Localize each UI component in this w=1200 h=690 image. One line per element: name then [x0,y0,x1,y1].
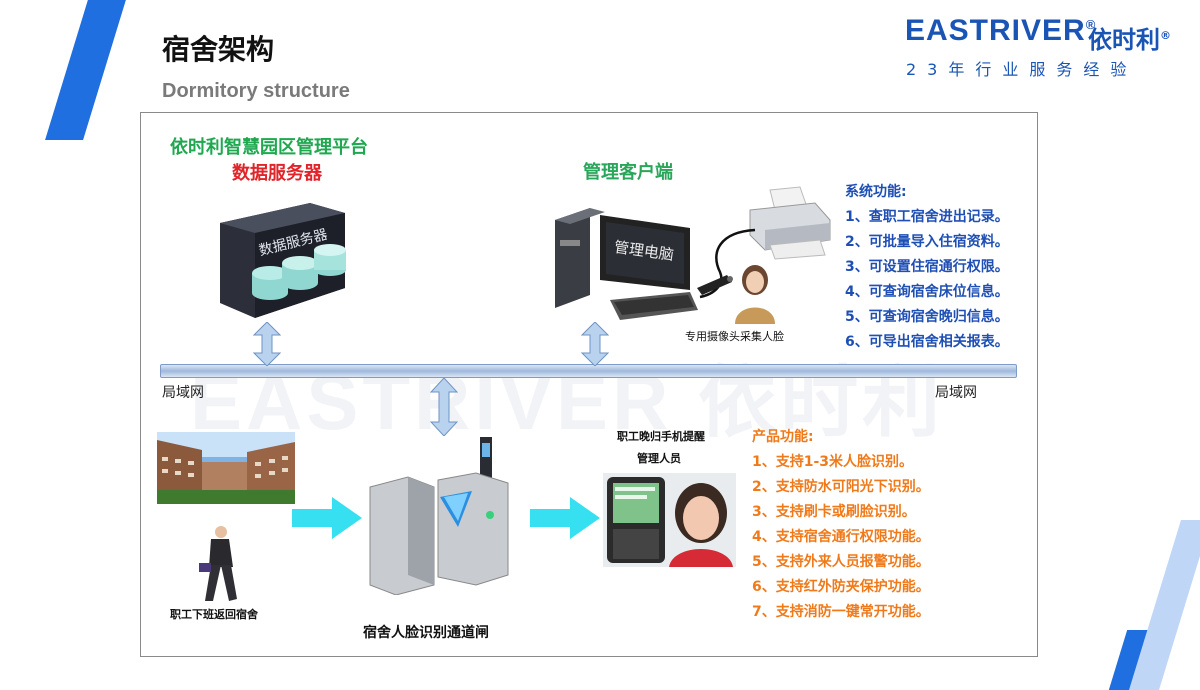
server-title: 数据服务器 [232,163,322,184]
product-functions-heading: 产品功能: [752,429,814,445]
dormitory-photo [157,432,295,504]
camera-caption: 专用摄像头采集人脸 [685,330,784,343]
brand-name: EASTRIVER [905,14,1086,47]
product-function-item: 4、支持宿舍通行权限功能。 [752,529,930,545]
lan-label-left: 局域网 [162,385,204,401]
top-left-stripe [45,0,129,140]
camera-cable [699,228,756,299]
product-function-item: 3、支持刷卡或刷脸识别。 [752,504,916,520]
product-functions: 产品功能: 1、支持1-3米人脸识别。 2、支持防水可阳光下识别。 3、支持刷卡… [752,425,930,625]
phone-caption-line1: 职工晚归手机提醒 [617,430,705,443]
system-functions: 系统功能: 1、查职工宿舍进出记录。 2、可批量导入住宿资料。 3、可设置住宿通… [845,180,1009,355]
brand-name-cn: 依时利® [1088,20,1171,55]
worker-caption: 职工下班返回宿舍 [170,608,258,621]
lan-bus [160,364,1017,378]
server-link-arrow [253,322,281,366]
diagram-frame [140,112,1038,657]
brand-cn-reg-mark: ® [1160,29,1171,42]
product-function-item: 5、支持外来人员报警功能。 [752,554,930,570]
page-title: 宿舍架构 [162,33,275,66]
product-function-item: 1、支持1-3米人脸识别。 [752,454,914,470]
system-function-item: 5、可查询宿舍晚归信息。 [845,309,1009,325]
face-recognition-gate [369,437,509,595]
system-function-item: 1、查职工宿舍进出记录。 [845,209,1009,225]
printer-icon [749,186,831,260]
phone-alert-photo [603,473,736,567]
system-function-item: 2、可批量导入住宿资料。 [845,234,1009,250]
person-at-camera [735,265,775,324]
bottom-right-stripe-light [1129,520,1200,690]
system-function-item: 4、可查询宿舍床位信息。 [845,284,1009,300]
lan-label-right: 局域网 [935,385,977,401]
system-function-item: 3、可设置住宿通行权限。 [845,259,1009,275]
product-function-item: 2、支持防水可阳光下识别。 [752,479,930,495]
flow-arrow-2 [530,497,600,539]
brand-logo: EASTRIVER® [905,14,1096,48]
brand-name-cn-text: 依时利 [1088,26,1160,54]
system-function-item: 6、可导出宿舍相关报表。 [845,334,1009,350]
camera-icon [697,275,733,295]
phone-caption-line2: 管理人员 [637,452,681,465]
computer-illustration [555,208,698,320]
server-illustration [220,203,346,318]
gate-caption: 宿舍人脸识别通道闸 [363,625,489,641]
page-subtitle: Dormitory structure [162,80,350,102]
brand-slogan: 23年行业服务经验 [906,60,1138,79]
client-title: 管理客户端 [583,162,673,183]
brand-reg-mark: ® [1085,17,1097,32]
flow-arrow-1 [292,497,362,539]
gate-link-arrow [430,378,458,436]
system-functions-heading: 系统功能: [845,184,907,200]
platform-title: 依时利智慧园区管理平台 [170,137,368,158]
client-link-arrow [581,322,609,366]
product-function-item: 7、支持消防一键常开功能。 [752,604,930,620]
walking-worker [199,526,237,601]
product-function-item: 6、支持红外防夹保护功能。 [752,579,930,595]
